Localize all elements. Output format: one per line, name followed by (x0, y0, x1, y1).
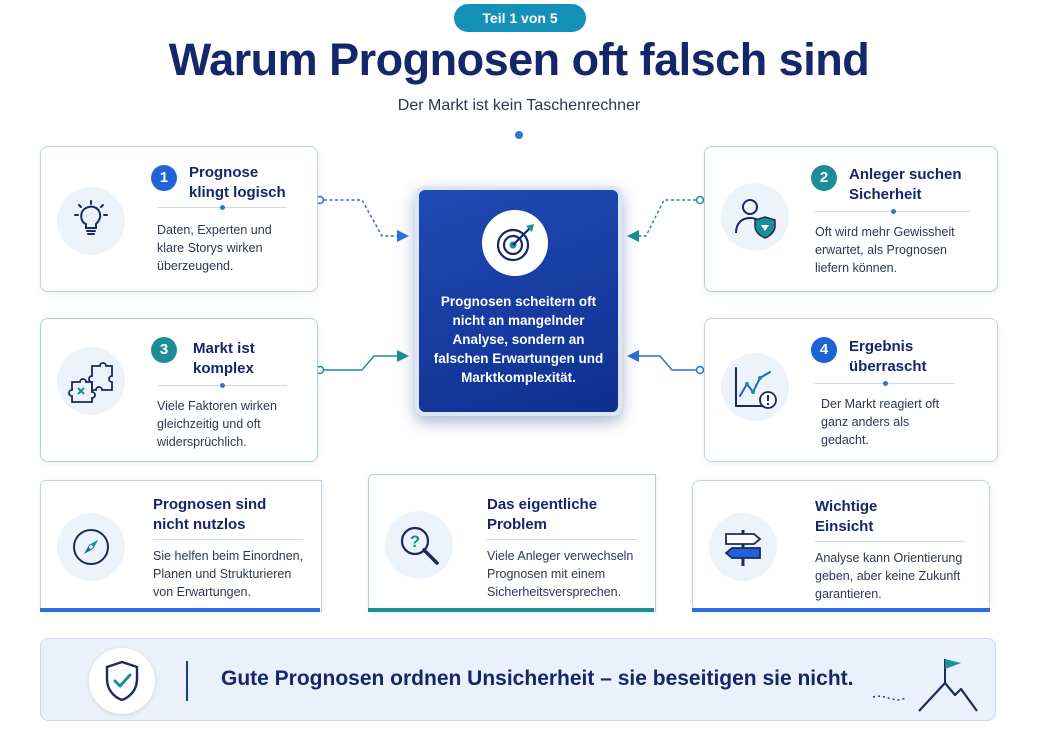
card-divider (153, 539, 303, 540)
svg-text:?: ? (410, 532, 420, 551)
compass-icon (57, 513, 125, 581)
card-accent-line (40, 608, 320, 612)
card-body: Sie helfen beim Einordnen,Planen und Str… (153, 549, 304, 599)
card-divider (815, 381, 955, 386)
page-subtitle: Der Markt ist kein Taschenrechner (397, 97, 641, 114)
target-icon (482, 210, 548, 276)
card-divider (815, 541, 965, 542)
page-title: Warum Prognosen oft falsch sind (168, 34, 870, 85)
part-badge: Teil 1 von 5 (454, 4, 586, 32)
signpost-icon (709, 513, 777, 581)
card-number: 3 (151, 337, 177, 363)
user-shield-icon (721, 183, 789, 251)
card-divider (487, 539, 637, 540)
chart-alert-icon (721, 353, 789, 421)
card-divider (815, 209, 971, 214)
card-divider (157, 205, 287, 210)
arrow-card1-to-center (315, 195, 409, 242)
card-number: 2 (811, 165, 837, 191)
magnifier-question-icon: ? (385, 511, 453, 579)
puzzle-icon (57, 347, 125, 415)
subtitle-dot (515, 131, 523, 139)
mountain-flag-icon (871, 653, 981, 720)
shield-check-icon (89, 648, 155, 714)
banner-text: Gute Prognosen ordnen Unsicherheit – sie… (221, 667, 854, 690)
card-accent-line (368, 608, 654, 612)
lightbulb-icon (57, 187, 125, 255)
card-divider (157, 383, 287, 388)
arrow-card3-to-center (315, 350, 409, 375)
conclusion-banner: Gute Prognosen ordnen Unsicherheit – sie… (40, 638, 996, 721)
card-number: 4 (811, 337, 837, 363)
arrow-card4-to-center (627, 350, 705, 375)
card-accent-line (692, 608, 990, 612)
arrow-card2-to-center (627, 195, 705, 242)
card-number: 1 (151, 165, 177, 191)
banner-divider (186, 661, 188, 701)
